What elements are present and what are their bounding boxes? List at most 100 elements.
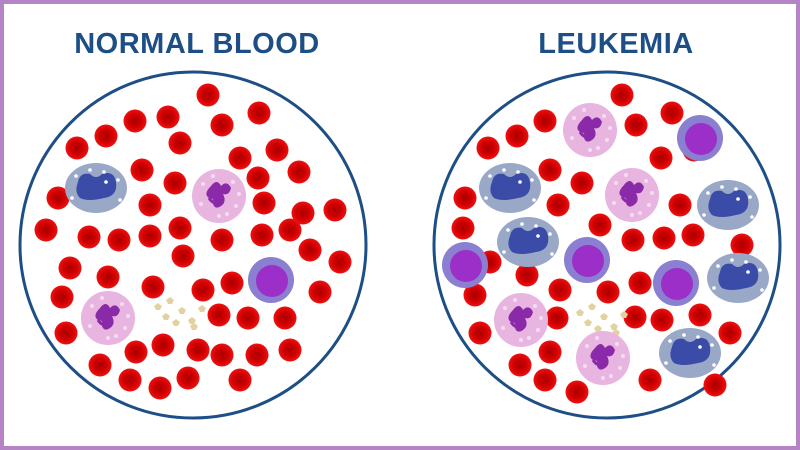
red-blood-cell (468, 321, 492, 345)
red-blood-cell (278, 218, 302, 242)
lymphocyte-cell (564, 237, 610, 283)
lymphocyte-cell (653, 260, 699, 306)
red-blood-cell (156, 105, 180, 129)
red-blood-cell (298, 238, 322, 262)
red-blood-cell (703, 373, 727, 397)
red-blood-cell (730, 233, 754, 257)
red-blood-cell (228, 368, 252, 392)
red-blood-cell (533, 109, 557, 133)
red-blood-cell (570, 171, 594, 195)
monocyte-cell (497, 217, 559, 267)
red-blood-cell (151, 333, 175, 357)
red-blood-cell (565, 380, 589, 404)
red-blood-cell (124, 340, 148, 364)
red-blood-cell (191, 278, 215, 302)
red-blood-cell (621, 228, 645, 252)
red-blood-cell (123, 109, 147, 133)
red-blood-cell (476, 136, 500, 160)
normal-blood-sample (18, 70, 368, 420)
lymphocyte-cell (677, 115, 723, 161)
red-blood-cell (77, 225, 101, 249)
red-blood-cell (453, 186, 477, 210)
red-blood-cell (545, 306, 569, 330)
red-blood-cell (96, 265, 120, 289)
red-blood-cell (138, 193, 162, 217)
red-blood-cell (250, 223, 274, 247)
red-blood-cell (291, 201, 315, 225)
red-blood-cell (588, 213, 612, 237)
red-blood-cell (252, 191, 276, 215)
red-blood-cell (210, 343, 234, 367)
red-blood-cell (308, 280, 332, 304)
red-blood-cell (207, 303, 231, 327)
red-blood-cell (46, 186, 70, 210)
red-blood-cell (451, 216, 475, 240)
red-blood-cell (681, 223, 705, 247)
red-blood-cell (287, 160, 311, 184)
monocyte-cell (707, 253, 769, 303)
red-blood-cell (638, 368, 662, 392)
red-blood-cell (546, 193, 570, 217)
neutrophil-cell (494, 293, 548, 347)
neutrophil-cell (605, 168, 659, 222)
red-blood-cell (210, 228, 234, 252)
red-blood-cell (176, 366, 200, 390)
red-blood-cell (688, 303, 712, 327)
red-blood-cell (141, 275, 165, 299)
red-blood-cell (130, 158, 154, 182)
red-blood-cell (610, 83, 634, 107)
red-blood-cell (148, 376, 172, 400)
red-blood-cell (628, 271, 652, 295)
red-blood-cell (236, 306, 260, 330)
red-blood-cell (649, 146, 673, 170)
red-blood-cell (50, 285, 74, 309)
red-blood-cell (228, 146, 252, 170)
red-blood-cell (538, 158, 562, 182)
monocyte-cell (479, 163, 541, 213)
red-blood-cell (650, 308, 674, 332)
red-blood-cell (515, 263, 539, 287)
neutrophil-cell (192, 169, 246, 223)
red-blood-cell (54, 321, 78, 345)
red-blood-cell (245, 343, 269, 367)
lymphocyte-cell (248, 257, 294, 303)
red-blood-cell (168, 131, 192, 155)
monocyte-cell (659, 328, 721, 378)
red-blood-cell (65, 136, 89, 160)
red-blood-cell (718, 321, 742, 345)
red-blood-cell (323, 198, 347, 222)
red-blood-cell (196, 83, 220, 107)
red-blood-cell (652, 226, 676, 250)
normal-blood-title: NORMAL BLOOD (74, 28, 320, 60)
red-blood-cell (538, 340, 562, 364)
red-blood-cell (171, 244, 195, 268)
monocyte-cell (65, 163, 127, 213)
red-blood-cell (186, 338, 210, 362)
red-blood-cell (328, 250, 352, 274)
neutrophil-cell (81, 291, 135, 345)
red-blood-cell (118, 368, 142, 392)
red-blood-cell (246, 166, 270, 190)
red-blood-cell (533, 368, 557, 392)
red-blood-cell (548, 278, 572, 302)
red-blood-cell (138, 224, 162, 248)
red-blood-cell (94, 124, 118, 148)
red-blood-cell (623, 305, 647, 329)
red-blood-cell (668, 193, 692, 217)
red-blood-cell (273, 306, 297, 330)
red-blood-cell (278, 338, 302, 362)
neutrophil-cell (576, 331, 630, 385)
red-blood-cell (265, 138, 289, 162)
red-blood-cell (163, 171, 187, 195)
leukemia-blood-sample (432, 70, 782, 420)
red-blood-cell (596, 280, 620, 304)
red-blood-cell (505, 124, 529, 148)
red-blood-cell (210, 113, 234, 137)
leukemia-title: LEUKEMIA (538, 28, 694, 60)
red-blood-cell (88, 353, 112, 377)
neutrophil-cell (563, 103, 617, 157)
red-blood-cell (508, 353, 532, 377)
platelets (154, 297, 206, 330)
red-blood-cell (168, 216, 192, 240)
